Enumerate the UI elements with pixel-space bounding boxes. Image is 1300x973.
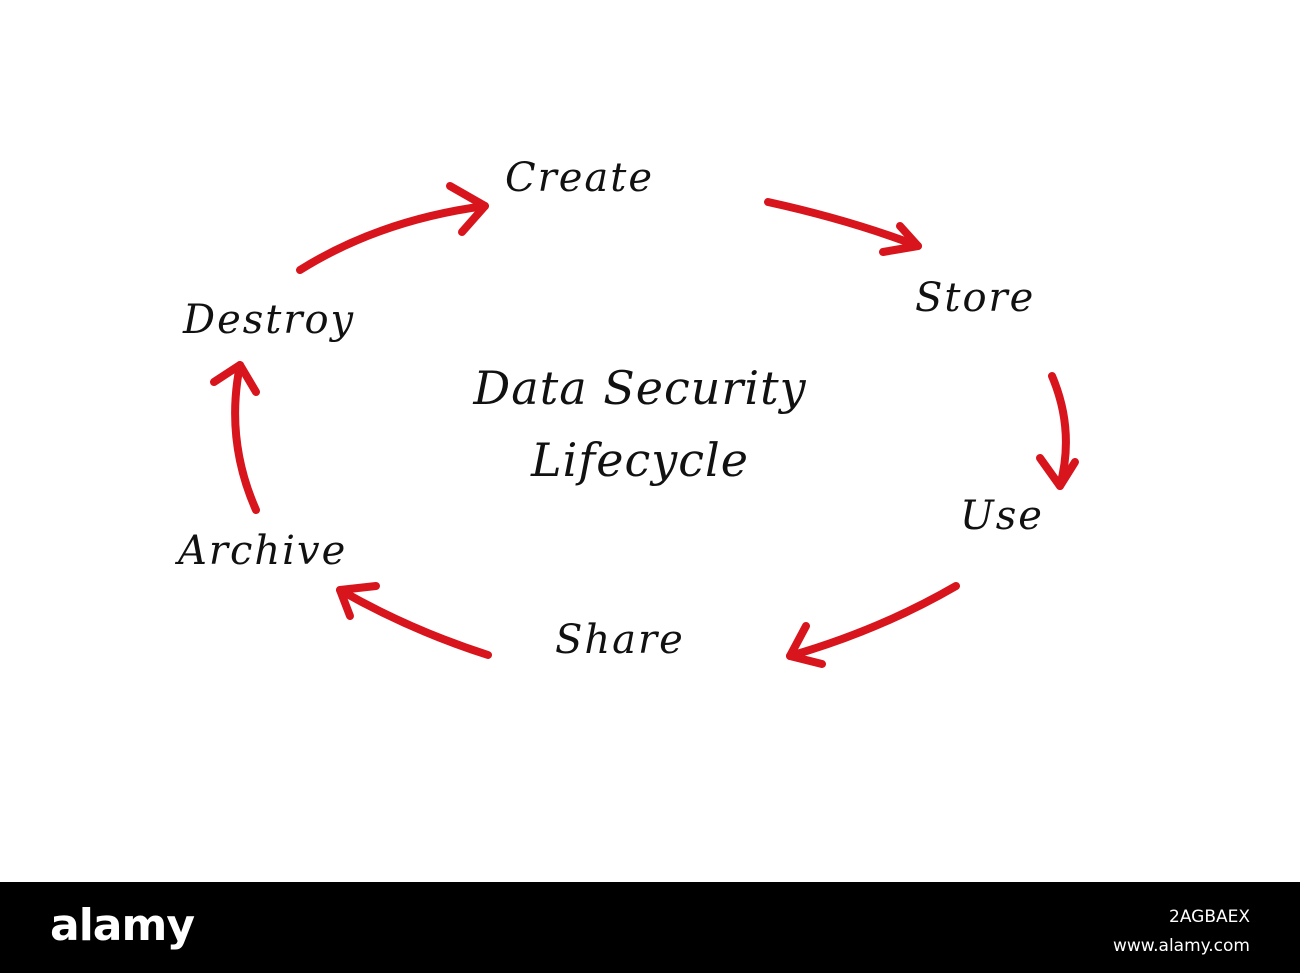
arrow-create-to-store — [764, 198, 922, 256]
arrow-store-to-use — [1036, 372, 1079, 490]
stage-destroy: Destroy — [183, 297, 356, 343]
image-id-label: 2AGBAEX — [1169, 907, 1250, 927]
brand-logo: alamy — [50, 900, 195, 951]
stage-archive: Archive — [178, 528, 348, 574]
arrow-use-to-share — [786, 582, 960, 668]
stage-create: Create — [505, 155, 654, 201]
title-line-2: Lifecycle — [531, 433, 749, 487]
diagram-title: Data Security Lifecycle — [340, 352, 940, 496]
arrow-destroy-to-create — [296, 182, 489, 274]
diagram-canvas: Create Store Use Share Archive Destroy D… — [178, 155, 1079, 668]
arrow-archive-to-destroy — [210, 361, 260, 514]
stage-share: Share — [555, 617, 685, 663]
title-line-1: Data Security — [473, 361, 807, 415]
site-url-label: www.alamy.com — [1112, 936, 1250, 956]
watermark-footer: alamy 2AGBAEX www.alamy.com — [0, 882, 1300, 973]
arrows-layer — [210, 182, 1079, 668]
stage-store: Store — [915, 275, 1036, 321]
arrow-share-to-archive — [336, 582, 492, 659]
stage-use: Use — [960, 493, 1044, 539]
